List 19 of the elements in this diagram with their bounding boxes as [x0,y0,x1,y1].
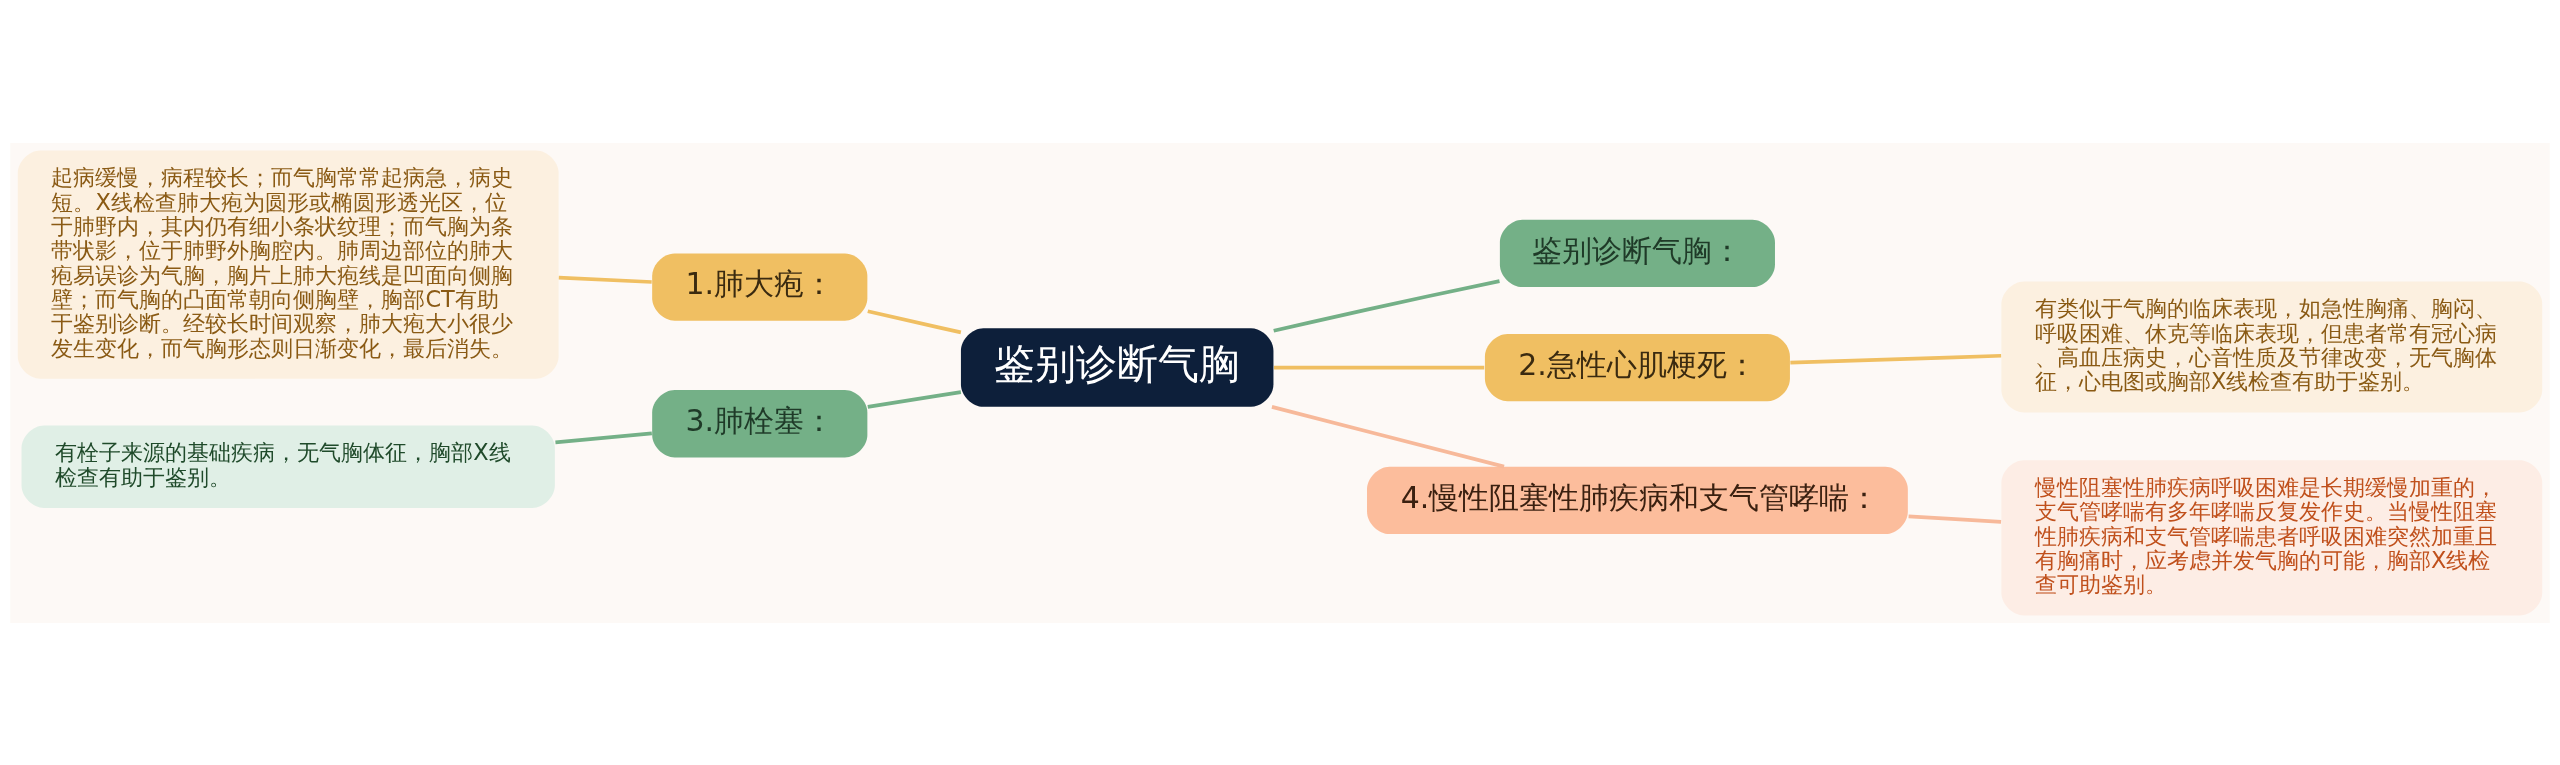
connector [1274,365,1485,369]
node-box: 鉴别诊断气胸： [1499,219,1775,287]
node-box: 起病缓慢，病程较长；而气胸常常起病急，病史短。X线检查肺大疱为圆形或椭圆形透光区，位于肺野内，其内仍有细小条状纹理；而气胸为条带状影，位于肺野外胸腔内。肺周边部位的肺大疱易误诊为气胸，胸片上肺大疱线是凹面向侧胸壁；而气胸的凸面常朝向侧胸壁，胸部CT有助于鉴别诊断。经较长时间观察，肺大疱大小很少发生变化，而气胸形态则日渐变化，最后消失。 [17,150,559,379]
connector [1908,514,2002,524]
node-box: 有类似于气胸的临床表现，如急性胸痛、胸闷、呼吸困难、休克等临床表现，但患者常有冠心病、高血压病史，心音性质及节律改变，无气胸体征，心电图或胸部X线检查有助于鉴别。 [2001,281,2543,412]
node-box: 4.慢性阻塞性肺疾病和支气管哮喘： [1367,466,1908,534]
connector [558,275,652,284]
connector [555,431,653,444]
node-box: 3.肺栓塞： [652,389,868,457]
node-box: 有栓子来源的基础疾病，无气胸体征，胸部X线检查有助于鉴别。 [21,425,555,508]
connector [1271,404,1505,468]
connector [1273,278,1500,333]
node-box: 1.肺大疱： [652,252,868,321]
node-box: 鉴别诊断气胸 [960,327,1274,407]
connector [1790,353,2002,364]
connector [867,308,962,334]
node-box: 2.急性心肌梗死： [1484,333,1790,401]
connector [867,389,962,409]
node-box: 慢性阻塞性肺疾病呼吸困难是长期缓慢加重的，支气管哮喘有多年哮喘反复发作史。当慢性阻塞性肺疾病和支气管哮喘患者呼吸困难突然加重且有胸痛时，应考虑并发气胸的可能，胸部X线检查可助鉴别。 [2001,459,2543,615]
